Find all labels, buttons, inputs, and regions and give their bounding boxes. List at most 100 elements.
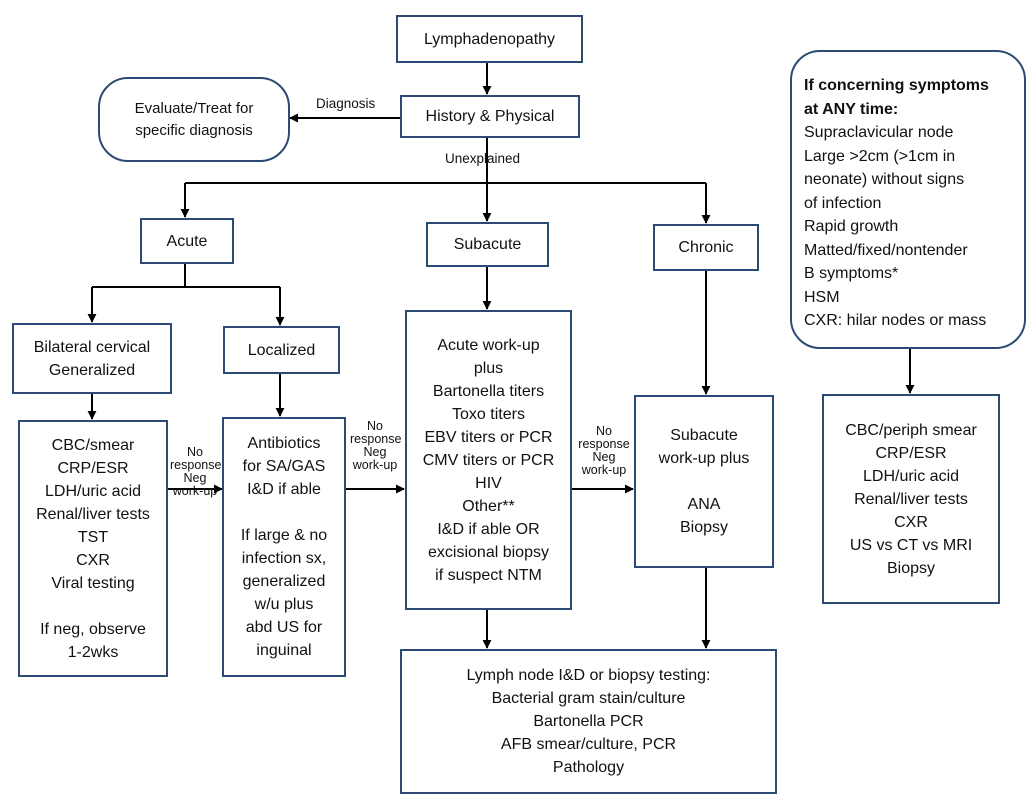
node-history-physical: History & Physical: [400, 95, 580, 138]
concerning-item: neonate) without signs: [804, 171, 965, 188]
subacute-workup-line: Bartonella titers: [432, 382, 545, 400]
no-response-line: No: [367, 419, 383, 433]
bilateral-line: Bilateral cervical: [33, 338, 151, 356]
label-unexplained-text: Unexplained: [445, 151, 521, 166]
workup-line: Viral testing: [51, 574, 135, 592]
node-lymphadenopathy: Lymphadenopathy: [396, 15, 583, 63]
antibiotics-line: I&D if able: [247, 481, 321, 498]
chronic-workup-line: ANA: [687, 496, 721, 513]
concerning-item: Matted/fixed/nontender: [804, 241, 968, 259]
evaluate-line: specific diagnosis: [135, 121, 253, 139]
workup-line: 1-2wks: [67, 643, 119, 661]
concerning-workup-line: US vs CT vs MRI: [849, 536, 973, 554]
no-response-line: work-up: [352, 458, 398, 472]
subacute-workup-line: I&D if able OR: [437, 520, 540, 538]
node-lymphadenopathy-label: Lymphadenopathy: [423, 30, 556, 48]
antibiotics-line: abd US for: [245, 619, 323, 636]
workup-line: If neg, observe: [40, 620, 146, 638]
no-response-line: response: [578, 437, 630, 451]
no-response-line: No: [596, 424, 612, 438]
no-response-line: Neg: [592, 450, 616, 464]
workup-line: CBC/smear: [51, 436, 135, 454]
concerning-item: HSM: [804, 288, 840, 306]
node-acute: Acute: [140, 218, 234, 264]
concerning-item: Supraclavicular node: [804, 124, 954, 141]
antibiotics-line: inguinal: [256, 642, 312, 659]
node-history-physical-label: History & Physical: [425, 108, 555, 125]
node-concerning-workup: CBC/periph smear CRP/ESR LDH/uric acid R…: [822, 394, 1000, 604]
testing-line: Lymph node I&D or biopsy testing:: [466, 667, 711, 684]
subacute-workup-line: Toxo titers: [452, 405, 525, 423]
no-response-line: Neg: [363, 445, 387, 459]
concerning-workup-line: Renal/liver tests: [854, 490, 968, 508]
node-concerning-symptoms: If concerning symptoms at ANY time: Supr…: [790, 50, 1026, 349]
node-antibiotics: Antibiotics for SA/GAS I&D if able If la…: [222, 417, 346, 677]
label-no-response-3: No response Neg work-up: [578, 425, 630, 477]
no-response-line: Neg: [183, 471, 207, 485]
antibiotics-line: If large & no: [240, 527, 328, 544]
no-response-line: response: [170, 458, 222, 472]
no-response-line: response: [350, 432, 402, 446]
evaluate-line: Evaluate/Treat for: [134, 99, 254, 117]
concerning-item: B symptoms*: [804, 265, 899, 282]
concerning-workup-line: CXR: [894, 513, 928, 531]
node-subacute: Subacute: [426, 222, 549, 267]
antibiotics-line: w/u plus: [254, 596, 314, 613]
antibiotics-line: Antibiotics: [247, 435, 321, 452]
subacute-workup-line: Acute work-up: [437, 336, 540, 354]
node-subacute-workup: Acute work-up plus Bartonella titers Tox…: [405, 310, 572, 610]
chronic-workup-line: work-up plus: [658, 450, 750, 467]
antibiotics-line: infection sx,: [241, 550, 327, 567]
subacute-workup-line: CMV titers or PCR: [422, 451, 555, 469]
label-no-response-1: No response Neg work-up: [170, 445, 222, 498]
label-unexplained: Unexplained: [445, 151, 521, 166]
node-chronic-workup: Subacute work-up plus ANA Biopsy: [634, 395, 774, 568]
label-no-response-2: No response Neg work-up: [350, 419, 402, 472]
no-response-line: work-up: [581, 463, 627, 477]
workup-line: Renal/liver tests: [36, 505, 150, 523]
concerning-workup-line: CBC/periph smear: [845, 421, 977, 439]
node-lymph-node-testing: Lymph node I&D or biopsy testing: Bacter…: [400, 649, 777, 794]
subacute-workup-line: excisional biopsy: [428, 543, 549, 561]
node-chronic: Chronic: [653, 224, 759, 271]
workup-line: CRP/ESR: [57, 459, 129, 477]
subacute-workup-line: if suspect NTM: [435, 566, 542, 584]
node-acute-workup: CBC/smear CRP/ESR LDH/uric acid Renal/li…: [18, 420, 168, 677]
workup-line: LDH/uric acid: [44, 482, 142, 500]
chronic-workup-line: Biopsy: [679, 519, 729, 536]
bilateral-line: Generalized: [48, 361, 136, 379]
node-bilateral-generalized: Bilateral cervical Generalized: [12, 323, 172, 394]
testing-line: Bartonella PCR: [533, 713, 644, 730]
node-subacute-label: Subacute: [453, 236, 522, 253]
concerning-item: CXR: hilar nodes or mass: [804, 312, 987, 329]
subacute-workup-line: EBV titers or PCR: [424, 428, 553, 446]
subacute-workup-line: HIV: [475, 474, 502, 492]
concerning-item: of infection: [804, 194, 882, 212]
concerning-title: If concerning symptoms: [804, 77, 989, 94]
concerning-title: at ANY time:: [804, 100, 899, 118]
workup-line: TST: [77, 528, 109, 546]
subacute-workup-line: plus: [473, 359, 504, 377]
workup-line: CXR: [76, 551, 110, 569]
no-response-line: No: [187, 445, 203, 459]
node-evaluate-treat: Evaluate/Treat for specific diagnosis: [98, 77, 290, 162]
testing-line: Bacterial gram stain/culture: [491, 690, 686, 707]
concerning-item: Large >2cm (>1cm in: [804, 147, 956, 165]
no-response-line: work-up: [172, 484, 218, 498]
node-localized: Localized: [223, 326, 340, 374]
testing-line: AFB smear/culture, PCR: [500, 736, 677, 753]
antibiotics-line: for SA/GAS: [242, 458, 326, 475]
chronic-workup-line: Subacute: [670, 427, 738, 444]
subacute-workup-line: Other**: [462, 497, 515, 515]
concerning-item: Rapid growth: [804, 218, 899, 235]
concerning-workup-line: CRP/ESR: [875, 444, 947, 462]
node-acute-label: Acute: [166, 232, 208, 250]
antibiotics-line: generalized: [242, 573, 326, 590]
testing-line: Pathology: [552, 759, 625, 776]
concerning-workup-line: Biopsy: [886, 559, 936, 577]
label-diagnosis: Diagnosis: [316, 96, 376, 111]
node-localized-label: Localized: [247, 341, 316, 359]
concerning-workup-line: LDH/uric acid: [862, 467, 960, 485]
label-diagnosis-text: Diagnosis: [316, 96, 376, 111]
